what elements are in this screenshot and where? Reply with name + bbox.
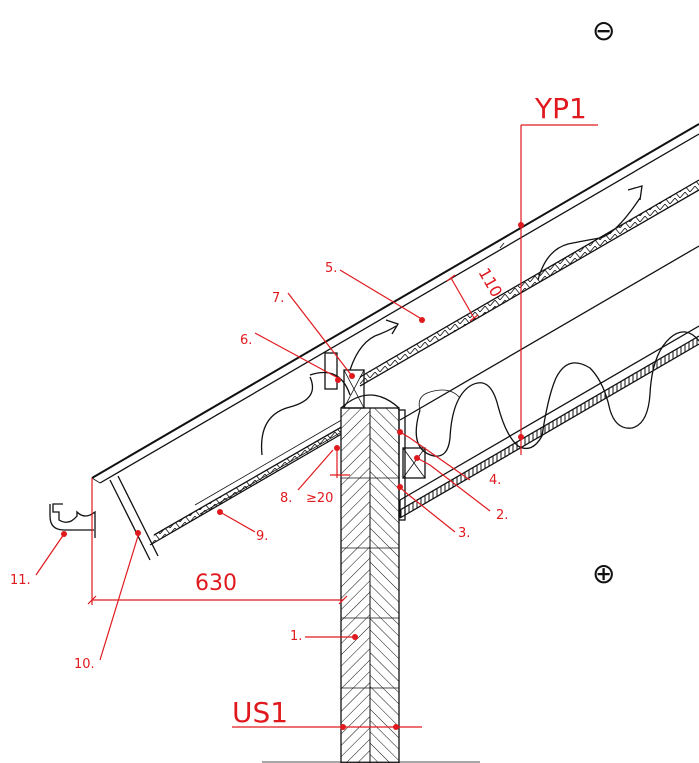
callout-8: 8. <box>280 491 292 506</box>
callout-10: 10. <box>74 657 95 672</box>
dimension-vent <box>446 274 479 322</box>
dimension-overhang-value: 630 <box>195 571 237 596</box>
callout-1: 1. <box>290 629 302 644</box>
dimension-gap <box>330 448 350 478</box>
ceiling-layer <box>399 335 699 519</box>
section-label-top: YP1 <box>534 92 587 125</box>
dimension-overhang <box>87 478 348 605</box>
callout-5: 5. <box>325 261 337 276</box>
rafter-insulation <box>399 245 699 501</box>
callout-9: 9. <box>256 529 268 544</box>
callout-leaders <box>35 269 491 661</box>
section-marker-yp1 <box>518 124 598 455</box>
callout-4: 4. <box>489 473 501 488</box>
wall-section <box>340 394 400 763</box>
callout-7: 7. <box>272 291 284 306</box>
section-label-bottom: US1 <box>232 696 288 729</box>
roof-deck-boards <box>359 179 699 387</box>
section-marker-us1 <box>232 724 480 763</box>
callout-3: 3. <box>458 526 470 541</box>
callout-2: 2. <box>496 508 508 523</box>
eave-soffit <box>109 417 346 561</box>
callout-6: 6. <box>240 333 252 348</box>
callout-11: 11. <box>10 573 31 588</box>
airflow-arrows <box>260 185 643 456</box>
dimension-gap-value: ≥20 <box>306 491 333 506</box>
gutter <box>49 503 96 538</box>
roof-covering <box>91 123 699 484</box>
minus-sign-icon: ⊖ <box>592 14 615 47</box>
plus-sign-icon: ⊕ <box>592 557 615 590</box>
